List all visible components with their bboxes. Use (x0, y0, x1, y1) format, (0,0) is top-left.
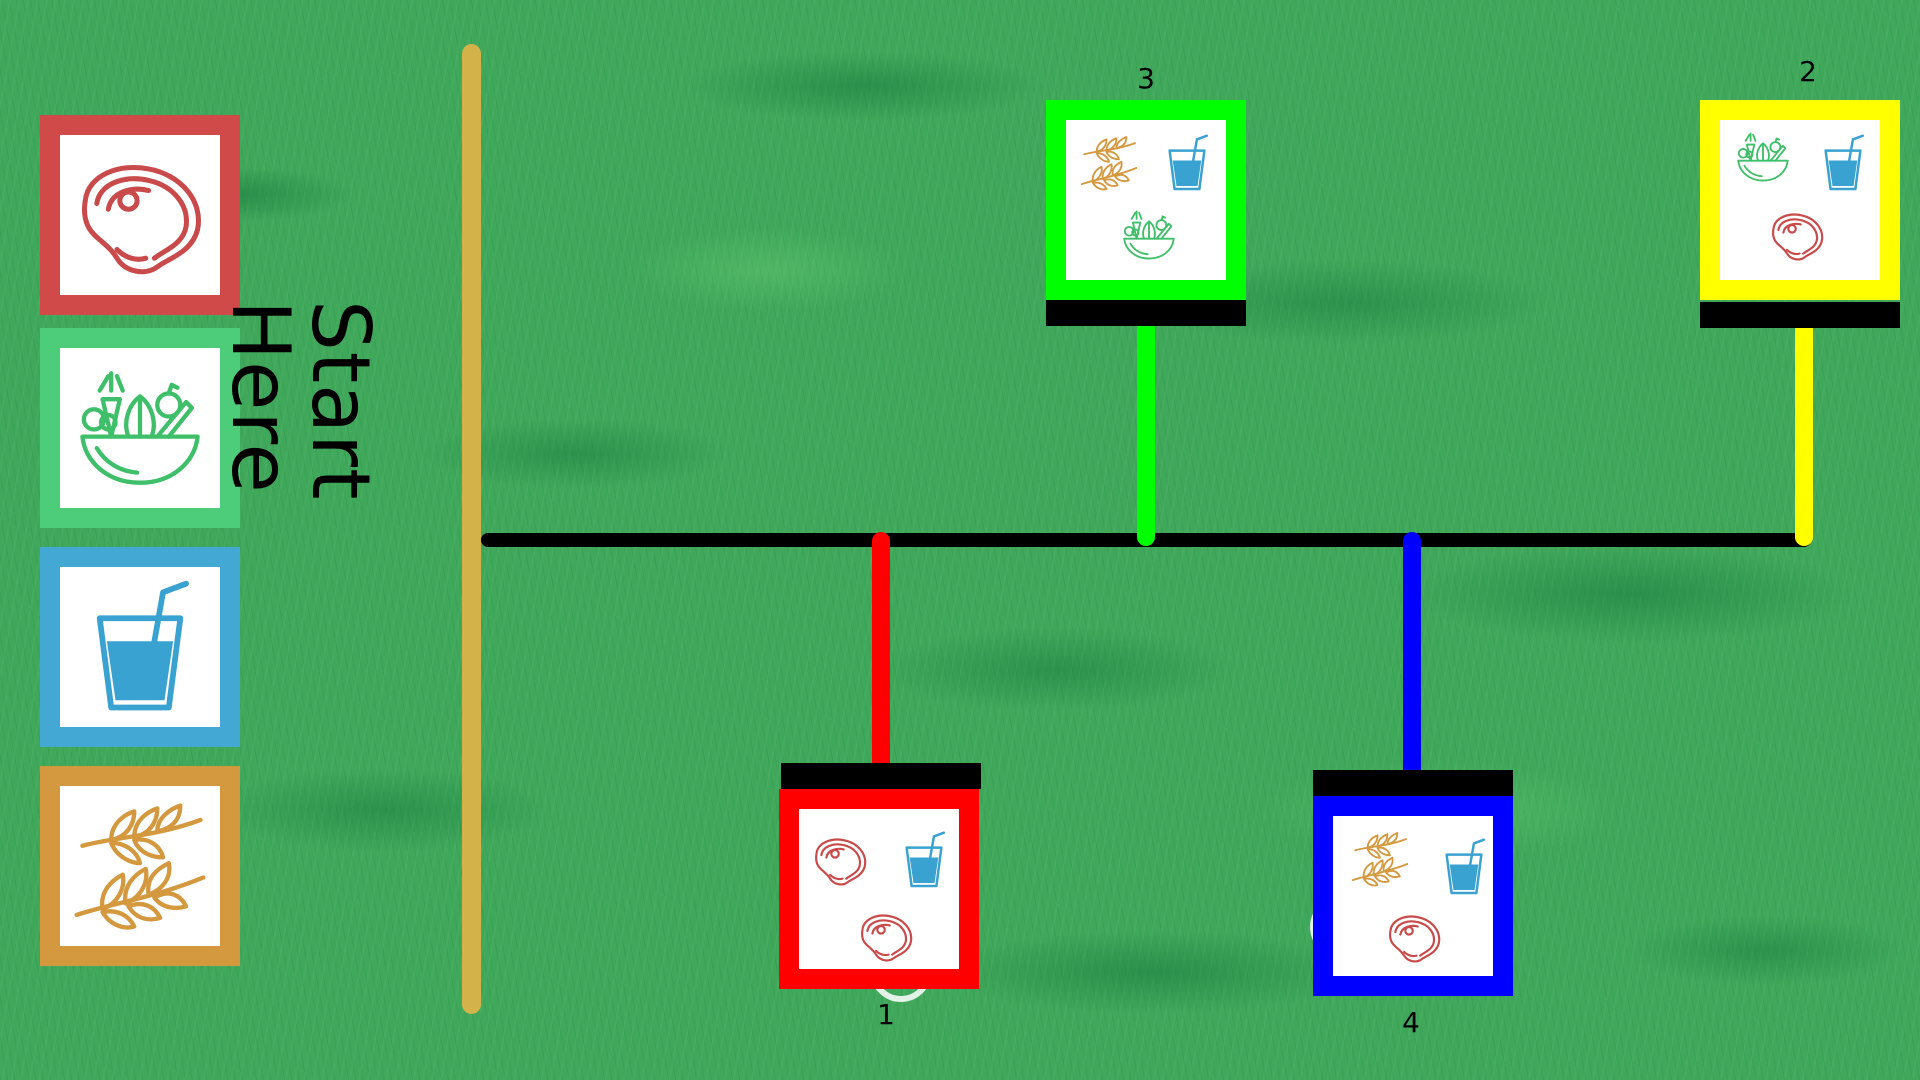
start-bar (462, 44, 481, 1014)
station-number-2: 2 (1799, 55, 1817, 88)
station-1[interactable] (779, 789, 979, 989)
salad-bowl-icon (1118, 204, 1180, 266)
legend-tile-grain (40, 766, 240, 966)
salad-bowl-icon (1732, 126, 1794, 188)
stem-station-1 (872, 532, 890, 772)
station-number-4: 4 (1402, 1006, 1420, 1039)
station-3-cap (1046, 300, 1246, 326)
drink-glass-icon (1433, 836, 1495, 898)
start-here-label: Start Here (214, 300, 387, 501)
stem-station-3 (1137, 320, 1155, 546)
legend-tile-drink (40, 547, 240, 747)
steak-icon (855, 905, 917, 967)
stem-station-2 (1795, 320, 1813, 546)
legend-tile-meat (40, 115, 240, 315)
station-2-cap (1700, 302, 1900, 328)
steak-icon (68, 143, 212, 287)
steak-icon (1766, 204, 1828, 266)
legend-tile-vegetables (40, 328, 240, 528)
wheat-icon (1078, 132, 1140, 194)
drink-glass-icon (68, 575, 212, 719)
drink-glass-icon (893, 829, 955, 891)
wheat-icon (1349, 828, 1411, 890)
station-3[interactable] (1046, 100, 1246, 300)
station-4[interactable] (1313, 796, 1513, 996)
steak-icon (809, 829, 871, 891)
steak-icon (1383, 906, 1445, 968)
drink-glass-icon (1812, 132, 1874, 194)
drink-glass-icon (1156, 132, 1218, 194)
stem-station-4 (1403, 532, 1421, 778)
station-number-1: 1 (877, 998, 895, 1031)
station-number-3: 3 (1137, 62, 1155, 95)
station-4-cap (1313, 770, 1513, 796)
wheat-icon (68, 794, 212, 938)
salad-bowl-icon (68, 356, 212, 500)
station-2[interactable] (1700, 100, 1900, 300)
station-1-cap (781, 763, 981, 789)
